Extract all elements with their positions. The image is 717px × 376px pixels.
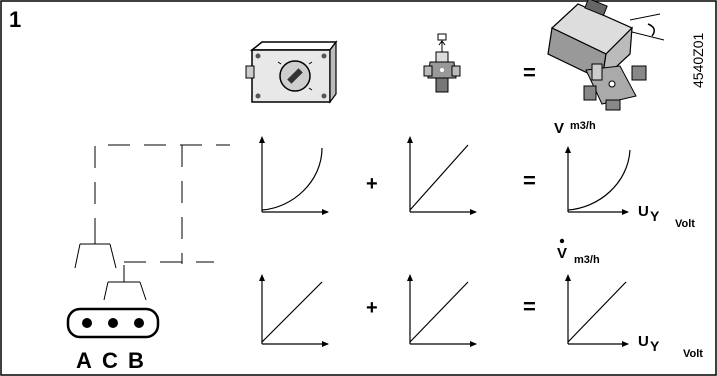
flow-rate-label: V m3/h: [557, 238, 600, 266]
equals-sign-row3: =: [523, 294, 536, 319]
graph-actuator-equal-percentage: [259, 136, 329, 215]
svg-text:Y: Y: [650, 208, 660, 224]
terminal-block: [66, 307, 160, 339]
dashed-wiring: [94, 144, 230, 264]
flow-rate-dot: [559, 238, 565, 244]
flow-symbol: V: [554, 120, 564, 137]
actuator-box-icon: [245, 40, 338, 104]
flow-label: V m3/h: [554, 120, 596, 137]
svg-text:V: V: [557, 245, 567, 262]
equals-sign-row1: =: [523, 60, 536, 85]
graph-result-equal-percentage: [565, 146, 631, 215]
terminal-label-b: B: [128, 348, 144, 373]
flow-unit: m3/h: [570, 120, 596, 132]
terminal-label-a: A: [76, 348, 92, 373]
graph-result-linear: [565, 274, 629, 347]
svg-text:m3/h: m3/h: [574, 254, 600, 266]
svg-text:Volt: Volt: [683, 348, 703, 360]
switch-contacts: [74, 235, 147, 301]
terminal-label-c: C: [102, 348, 118, 373]
graph-actuator-linear: [259, 274, 329, 347]
terminal-b-dot: [134, 318, 144, 328]
figure-number: 1: [9, 7, 21, 32]
svg-text:Y: Y: [650, 338, 660, 354]
equals-sign-row2: =: [523, 168, 536, 193]
valve-icon: [423, 33, 461, 93]
plus-sign-row3: +: [366, 297, 378, 319]
graph-valve-linear-row2: [407, 136, 477, 215]
plus-sign-row2: +: [366, 173, 378, 195]
svg-text:U: U: [638, 203, 649, 220]
svg-text:Volt: Volt: [675, 218, 695, 230]
terminal-c-dot: [108, 318, 118, 328]
figure-code: 4540Z01: [690, 33, 706, 88]
terminal-a-dot: [82, 318, 92, 328]
graph-valve-linear-row3: [407, 274, 477, 347]
voltage-label-row3: U Y Volt: [638, 333, 703, 360]
voltage-label-row2: U Y Volt: [638, 203, 695, 230]
valve-actuator-assembly-icon: [547, 0, 665, 111]
svg-text:U: U: [638, 333, 649, 350]
